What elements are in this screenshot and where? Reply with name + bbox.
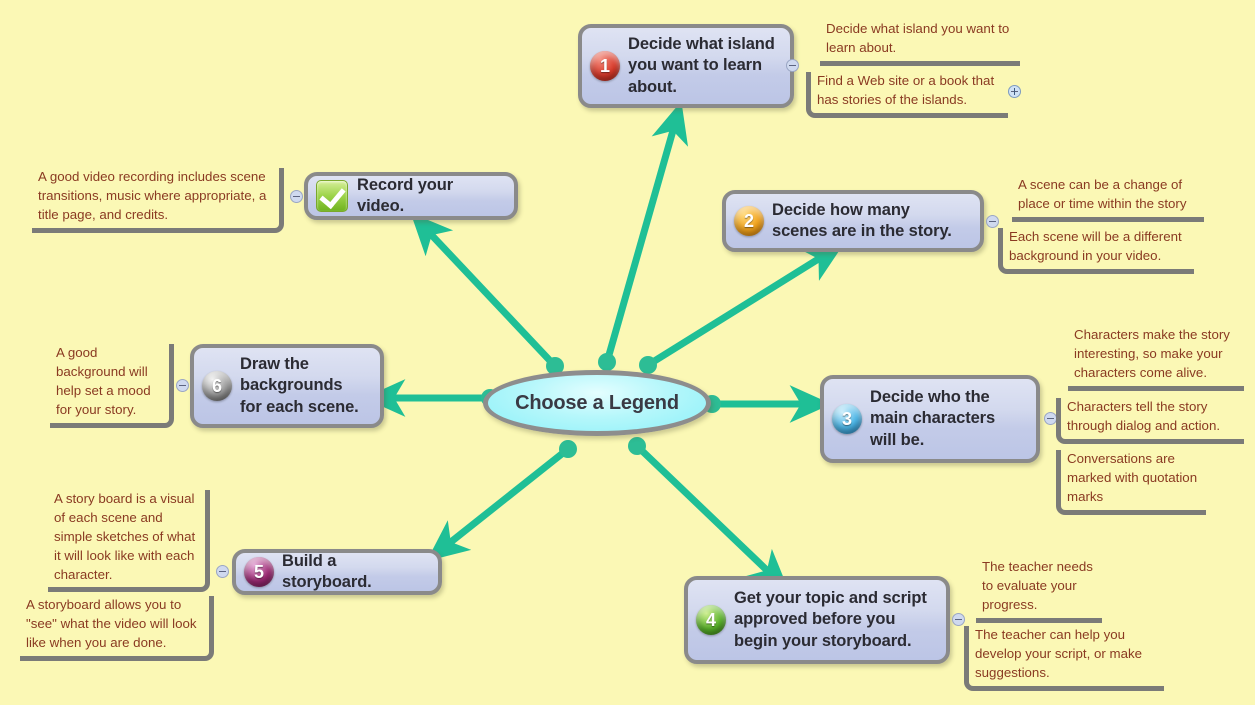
number-badge-3: 3 [832, 404, 862, 434]
number-badge-6: 6 [202, 371, 232, 401]
collapse-handle-5[interactable] [216, 565, 229, 578]
topic-node-2[interactable]: 2 Decide how many scenes are in the stor… [722, 190, 984, 252]
number-badge-2: 2 [734, 206, 764, 236]
note-3-3[interactable]: Conversations are marked with quotation … [1056, 450, 1206, 515]
collapse-handle-3[interactable] [1044, 412, 1057, 425]
collapse-handle-4[interactable] [952, 613, 965, 626]
collapse-handle-6[interactable] [176, 379, 189, 392]
note-6-1[interactable]: A good background will help set a mood f… [50, 344, 174, 428]
topic-label-1: Decide what island you want to learn abo… [628, 35, 775, 96]
topic-node-4[interactable]: 4 Get your topic and script approved bef… [684, 576, 950, 664]
topic-node-6[interactable]: 6 Draw the backgrounds for each scene. [190, 344, 384, 428]
note-7-1[interactable]: A good video recording includes scene tr… [32, 168, 284, 233]
topic-node-3[interactable]: 3 Decide who the main characters will be… [820, 375, 1040, 463]
note-5-1[interactable]: A story board is a visual of each scene … [48, 490, 210, 593]
topic-node-7[interactable]: Record your video. [304, 172, 518, 220]
note-3-2[interactable]: Characters tell the story through dialog… [1056, 398, 1244, 444]
topic-label-4: Get your topic and script approved befor… [734, 589, 927, 650]
collapse-handle-7[interactable] [290, 190, 303, 203]
topic-label-5: Build a storyboard. [282, 551, 372, 591]
note-2-1[interactable]: A scene can be a change of place or time… [1012, 176, 1204, 222]
topic-label-6: Draw the backgrounds for each scene. [240, 355, 359, 416]
topic-node-5[interactable]: 5 Build a storyboard. [232, 549, 442, 595]
note-1-1[interactable]: Decide what island you want to learn abo… [820, 20, 1020, 66]
central-topic[interactable]: Choose a Legend [483, 370, 711, 436]
note-1-2[interactable]: Find a Web site or a book that has stori… [806, 72, 1008, 118]
number-badge-4: 4 [696, 605, 726, 635]
topic-label-2: Decide how many scenes are in the story. [772, 200, 952, 240]
collapse-handle-1[interactable] [786, 59, 799, 72]
note-4-1[interactable]: The teacher needs to evaluate your progr… [976, 558, 1102, 623]
topic-node-1[interactable]: 1 Decide what island you want to learn a… [578, 24, 794, 108]
note-3-1[interactable]: Characters make the story interesting, s… [1068, 326, 1244, 391]
topic-label-3: Decide who the main characters will be. [870, 388, 996, 449]
collapse-handle-2[interactable] [986, 215, 999, 228]
central-topic-label: Choose a Legend [515, 391, 679, 414]
checkmark-icon [316, 180, 348, 212]
topic-label-7: Record your video. [357, 175, 454, 215]
note-2-2[interactable]: Each scene will be a different backgroun… [998, 228, 1194, 274]
number-badge-5: 5 [244, 557, 274, 587]
note-4-2[interactable]: The teacher can help you develop your sc… [964, 626, 1164, 691]
note-5-2[interactable]: A storyboard allows you to "see" what th… [20, 596, 214, 661]
expand-handle-1[interactable] [1008, 85, 1021, 98]
number-badge-1: 1 [590, 51, 620, 81]
